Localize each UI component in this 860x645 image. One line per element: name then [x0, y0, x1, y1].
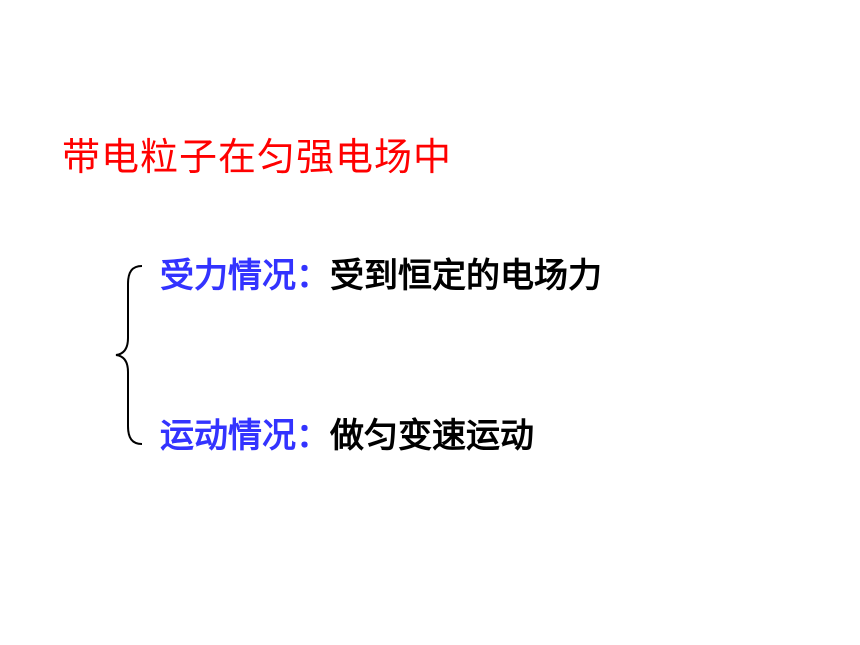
motion-condition-label: 运动情况：: [160, 416, 330, 456]
motion-condition-value: 做匀变速运动: [330, 416, 534, 456]
left-brace: [115, 265, 143, 445]
motion-condition-row: 运动情况：做匀变速运动: [160, 414, 534, 458]
force-condition-label: 受力情况：: [160, 256, 330, 296]
force-condition-row: 受力情况：受到恒定的电场力: [160, 254, 602, 298]
force-condition-value: 受到恒定的电场力: [330, 256, 602, 296]
slide-title: 带电粒子在匀强电场中: [62, 135, 453, 179]
